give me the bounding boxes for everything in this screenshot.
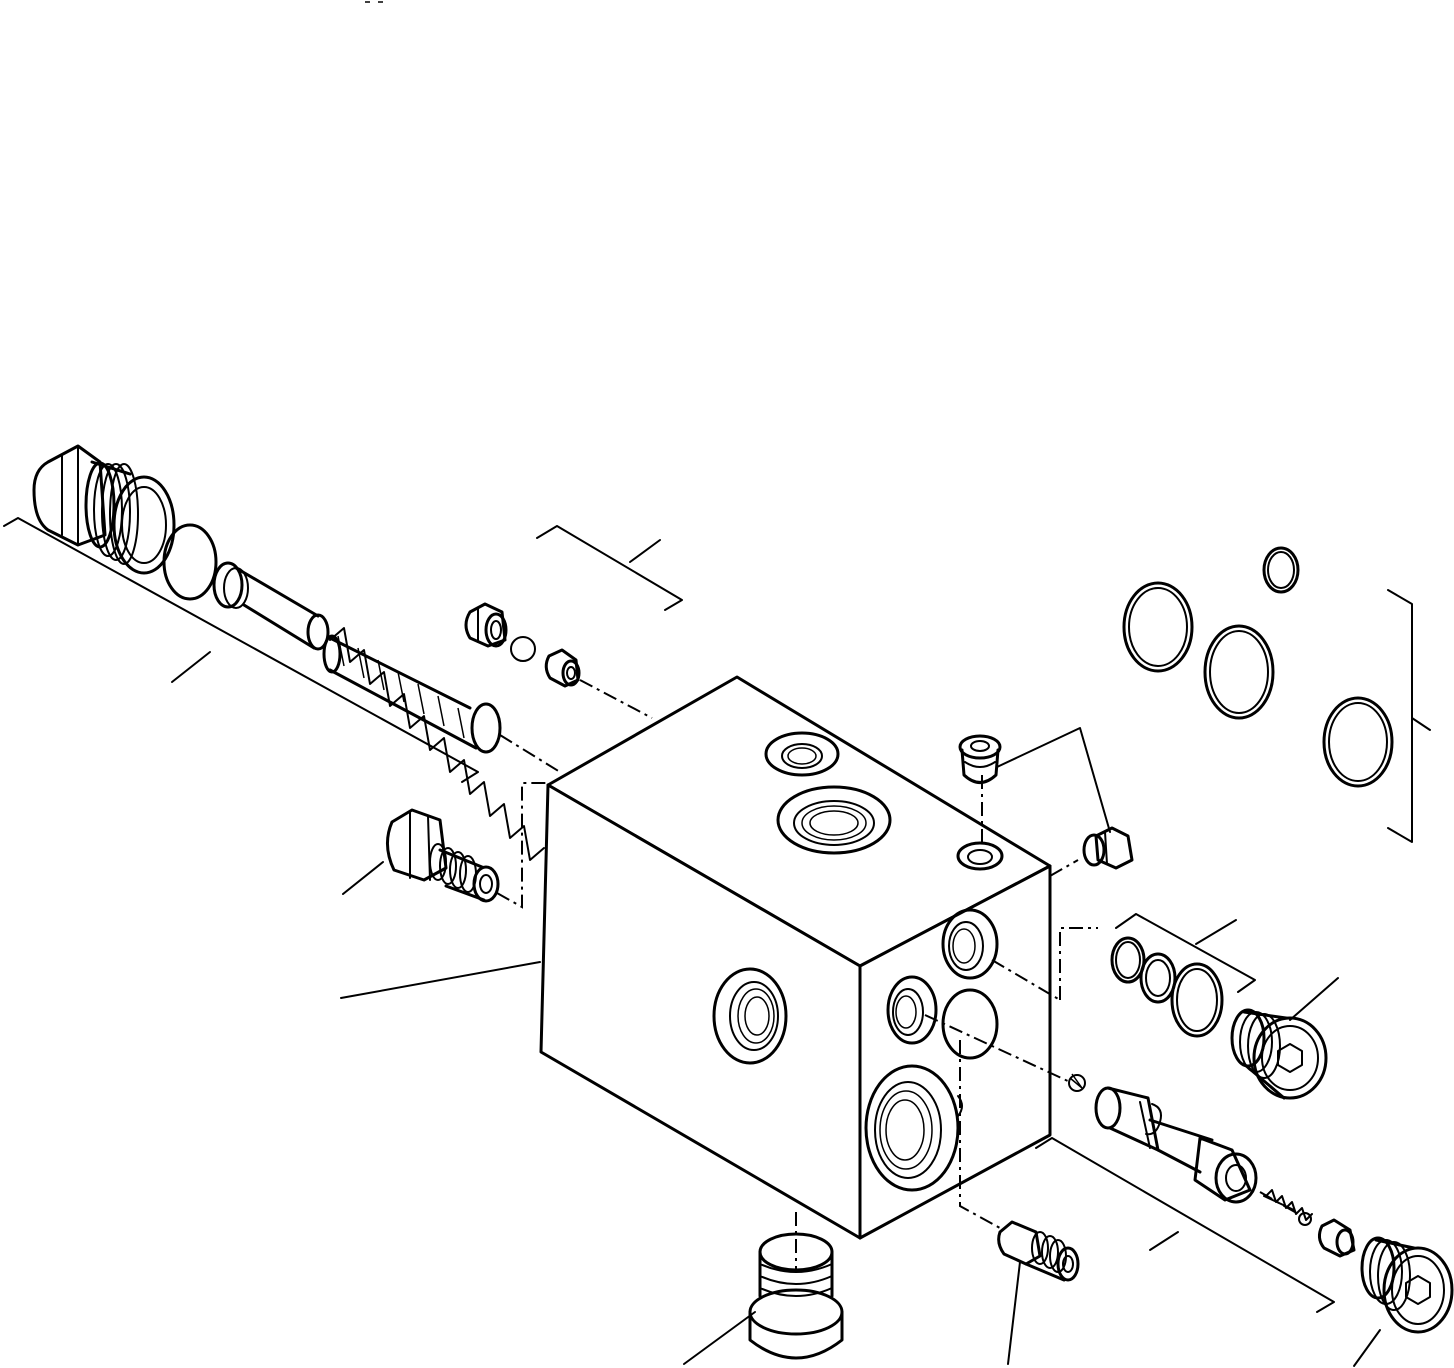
relief-oring xyxy=(162,523,218,601)
right-plug-upper-leader xyxy=(1289,977,1339,1021)
oring-set-right-bracket xyxy=(1115,913,1256,993)
lower-ball xyxy=(1298,1212,1312,1226)
right-face-port-middle xyxy=(886,975,938,1045)
oring-set-bracket xyxy=(1387,589,1413,843)
right-plug-hex-upper xyxy=(1230,1008,1328,1100)
oring-set-right xyxy=(1110,936,1224,1038)
relief-cartridge-body xyxy=(32,444,176,575)
centerline-left-fitting xyxy=(496,782,548,909)
oring-large-3 xyxy=(1322,696,1394,788)
right-plug-hex-lower xyxy=(1360,1236,1454,1334)
centerline-right-upper-port xyxy=(991,959,1061,1001)
top-plug xyxy=(958,734,1002,784)
relief-group-bracket xyxy=(3,517,479,783)
bottom-plug-leader xyxy=(683,1311,756,1365)
oring-large-2 xyxy=(1203,624,1275,720)
check-plug xyxy=(544,648,581,688)
top-port-pilot xyxy=(956,841,1004,871)
oring-set-right-leader xyxy=(1195,919,1237,945)
bottom-fitting xyxy=(997,1220,1080,1282)
left-face-port xyxy=(712,967,788,1065)
oring-large-1 xyxy=(1122,581,1194,673)
top-side-plug xyxy=(1082,826,1134,870)
spool-small-spring-coils xyxy=(1069,1073,1083,1089)
centerline-check-assembly xyxy=(579,679,653,719)
left-fitting xyxy=(386,808,500,903)
bottom-fitting-leader xyxy=(1007,1261,1021,1365)
check-ball xyxy=(510,636,536,662)
lower-check-plug xyxy=(1317,1218,1356,1258)
oring-set-upper-right xyxy=(1122,546,1394,788)
left-fitting-leader xyxy=(342,861,384,895)
centerlines xyxy=(496,679,1301,1272)
check-seat xyxy=(464,602,508,648)
relief-group-leader xyxy=(171,651,211,683)
centerline-top-side-plug xyxy=(1049,859,1079,877)
top-port-large xyxy=(776,785,892,855)
lower-spring xyxy=(1263,1189,1313,1221)
oring-small xyxy=(1262,546,1300,594)
centerline-relief-cartridge xyxy=(499,734,561,773)
spool xyxy=(1094,1086,1258,1204)
right-face-port-upper xyxy=(941,908,999,980)
oring-set-leader xyxy=(1411,717,1431,731)
centerline-right-oring-set xyxy=(1059,927,1098,1000)
spool-group-leader xyxy=(1149,1231,1179,1251)
relief-poppet xyxy=(212,561,330,651)
right-plug-lower-leader xyxy=(1353,1329,1381,1367)
top-plugs-bracket xyxy=(996,727,1111,833)
bottom-plug xyxy=(748,1232,844,1360)
centerline-bottom-fitting xyxy=(959,1040,1001,1229)
check-group-leader xyxy=(629,539,661,563)
check-group-bracket xyxy=(536,525,683,611)
relief-spring xyxy=(322,627,545,861)
valve-block xyxy=(539,675,1052,1240)
spool-group-bracket xyxy=(1035,1137,1335,1313)
top-port-small xyxy=(764,731,840,777)
spool-small-spring xyxy=(1068,1074,1086,1092)
block-leader xyxy=(340,961,541,999)
